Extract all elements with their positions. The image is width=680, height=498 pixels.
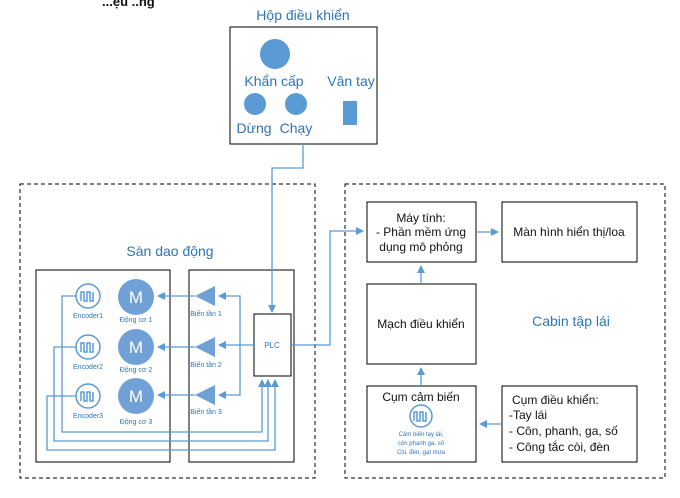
motor-1-label: Động cơ 1 [120, 317, 153, 324]
motor-2 [118, 329, 154, 365]
control-cluster-line-2: -Tay lái [509, 408, 547, 422]
inverter-1-label: Biến tần 1 [190, 309, 222, 318]
plc-box [253, 313, 292, 377]
motor-2-symbol: M [129, 338, 143, 357]
control-box-title: Hộp điều khiển [256, 7, 349, 23]
fingerprint-sensor[interactable] [343, 101, 357, 125]
motor-1 [118, 279, 154, 315]
motor-2-label: Động cơ 2 [120, 367, 153, 374]
display-box [501, 201, 638, 263]
sensor-detail-line-3: Còi, đèn, gạt mưa [397, 450, 446, 456]
control-circuit-label: Mạch điều khiển [377, 317, 464, 331]
cabin-region [344, 183, 666, 479]
sensor-icon [409, 404, 433, 428]
computer-box [366, 201, 477, 263]
inverter-2-symbol [195, 337, 215, 357]
cut-heading: ...ệu ..ng [102, 0, 155, 9]
encoder-2 [75, 334, 101, 360]
motor-3 [118, 378, 154, 414]
encoder-1-label: Encoder1 [73, 313, 103, 320]
plc-label: PLC [264, 341, 280, 350]
control-cluster-line-1: Cụm điều khiển: [512, 393, 599, 407]
wire-encoder-1-plc [61, 295, 266, 433]
motor-1-symbol: M [129, 288, 143, 307]
wire-plc-inverter-1 [218, 292, 254, 346]
control-cluster-line-3: - Côn, phanh, ga, số [509, 424, 618, 438]
emergency-button[interactable] [260, 39, 290, 69]
wire-plc-inverter-3 [218, 345, 241, 399]
run-label: Chạy [280, 120, 313, 136]
encoder-2-label: Encoder2 [73, 364, 103, 371]
inverter-1-symbol [195, 286, 215, 306]
control-cluster-line-4: - Công tắc còi, đèn [509, 439, 610, 454]
encoder-3-label: Encoder3 [73, 413, 103, 420]
computer-line-2: - Phần mềm ứng [376, 225, 466, 239]
sensor-detail-line-2: côn phanh ga, số [398, 441, 445, 447]
run-button[interactable] [285, 93, 307, 115]
wire-plc-computer [291, 227, 364, 346]
wire-encoder-3-plc [46, 379, 279, 451]
platform-title: Sàn dao động [126, 243, 213, 259]
encoder-3 [75, 383, 101, 409]
inverter-2-label: Biến tần 2 [190, 360, 222, 369]
display-label: Màn hình hiển thị/loa [513, 225, 625, 239]
platform-region [19, 183, 316, 479]
sensor-cluster-label: Cụm cảm biến [382, 390, 459, 404]
wire-controlbox-plc [268, 144, 304, 313]
motor-3-symbol: M [129, 387, 143, 406]
inverter-3-label: Biến tần 3 [190, 407, 222, 416]
control-circuit-box [366, 283, 477, 365]
computer-line-1: Máy tính: [396, 211, 445, 225]
cabin-title: Cabin tập lái [532, 313, 610, 329]
stop-label: Dừng [236, 120, 271, 136]
emergency-label: Khẩn cấp [244, 73, 303, 89]
stop-button[interactable] [244, 93, 266, 115]
motor-3-label: Động cơ 3 [120, 419, 153, 426]
fingerprint-label: Vân tay [327, 73, 374, 89]
computer-line-3: dụng mô phỏng [379, 240, 462, 254]
control-cluster-box [501, 385, 638, 463]
sensor-detail-line-1: Cảm biến tay lái, [399, 432, 444, 438]
wire-encoder-2-plc [53, 346, 272, 442]
connections [46, 144, 502, 451]
encoder-1 [75, 283, 101, 309]
inverter-3-symbol [195, 385, 215, 405]
